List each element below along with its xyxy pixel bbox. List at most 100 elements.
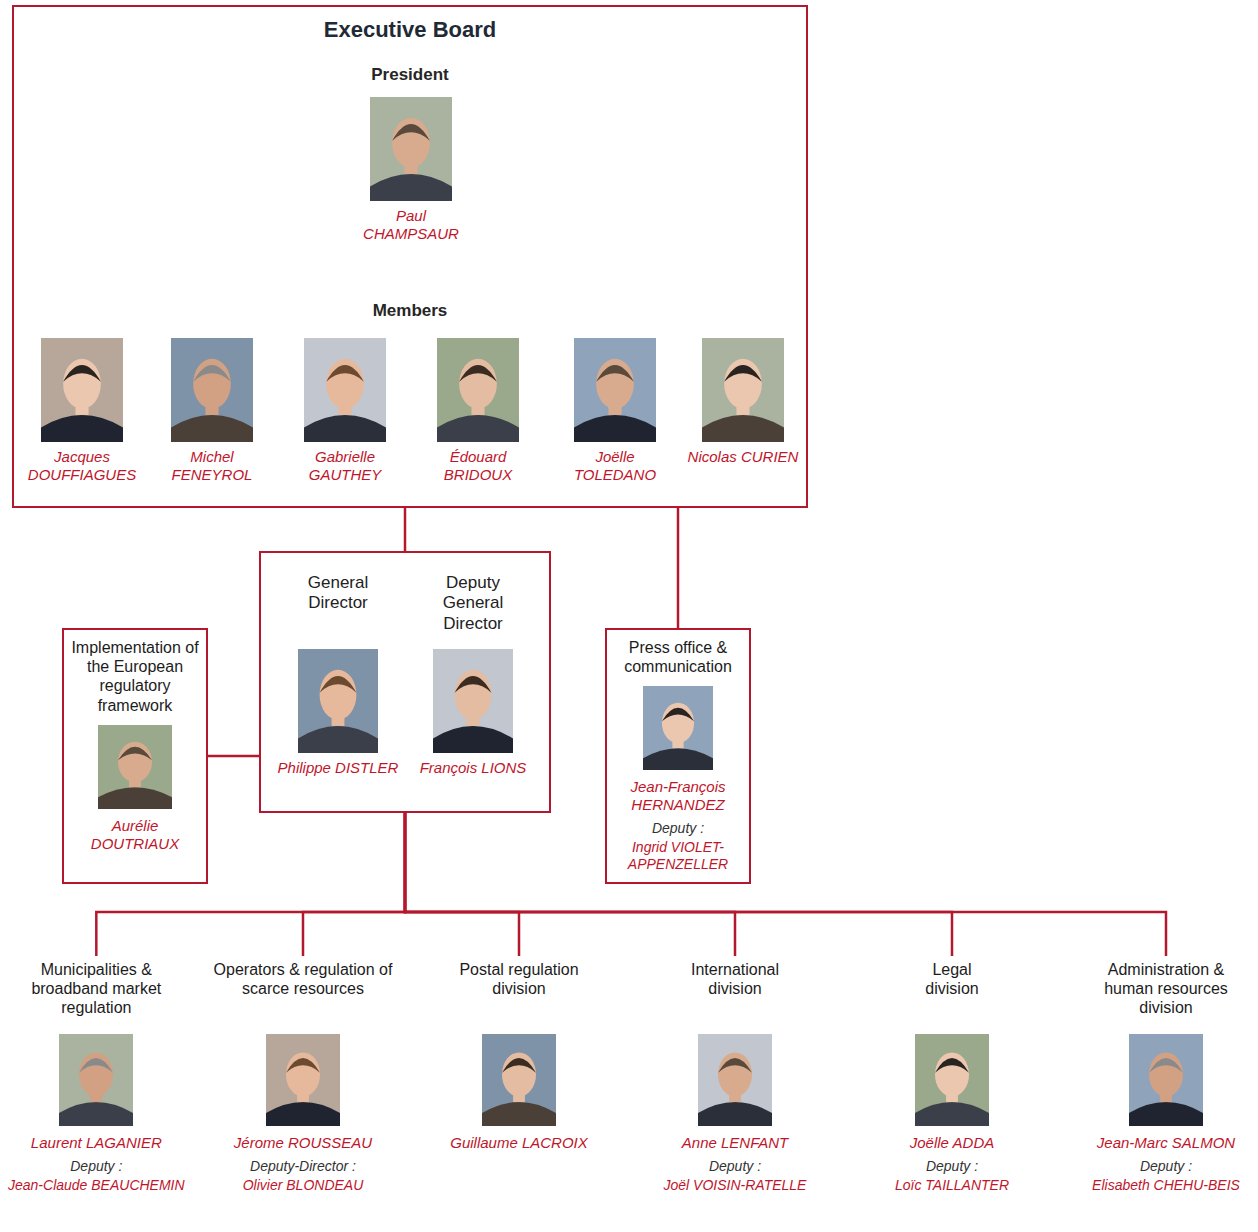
portrait-part [59, 1034, 133, 1126]
person-name: Michel FENEYROL [150, 448, 274, 484]
deputy-name: Elisabeth CHEHU-BEIS [1092, 1177, 1240, 1194]
deputy-name: Joël VOISIN-RATELLE [664, 1177, 807, 1194]
role-heading: President [260, 65, 560, 85]
person-card: Gabrielle GAUTHEY [281, 338, 409, 484]
unit-heading: Operators & regulation of scarce resourc… [203, 960, 403, 1022]
org-connector [303, 813, 405, 956]
portrait-part [171, 338, 253, 442]
portrait-part [298, 726, 378, 753]
portrait-part [437, 415, 519, 442]
portrait-part [59, 1102, 133, 1126]
deputy-name: Jean-Claude BEAUCHEMIN [8, 1177, 185, 1194]
portrait-photo [171, 338, 253, 442]
portrait-part [326, 365, 364, 382]
portrait-part [1129, 1102, 1203, 1126]
portrait-part [643, 686, 713, 770]
person-name: Guillaume LACROIX [450, 1134, 588, 1152]
portrait-part [171, 415, 253, 442]
division-card: Legal divisionJoëlle ADDADeputy :Loïc TA… [891, 956, 1013, 1194]
person-name: Nicolas CURIEN [688, 448, 799, 466]
person-name: Philippe DISTLER [278, 759, 399, 777]
portrait-part [574, 415, 656, 442]
person-name: Aurélie DOUTRIAUX [71, 817, 199, 853]
board-title: Executive Board [160, 17, 660, 43]
deputy-label: Deputy : [70, 1158, 122, 1175]
portrait-part [304, 415, 386, 442]
portrait-photo [266, 1034, 340, 1126]
org-connector [405, 813, 735, 956]
org-connector [404, 508, 407, 551]
deputy-name: Loïc TAILLANTER [895, 1177, 1009, 1194]
person-card: Édouard BRIDOUX [414, 338, 542, 484]
unit-heading: Legal division [912, 960, 992, 1022]
org-connector [405, 813, 1166, 956]
person-name: Laurent LAGANIER [31, 1134, 162, 1152]
role-heading: General Director [291, 573, 386, 614]
person-card: Philippe DISTLER [274, 649, 402, 777]
portrait-part [482, 1102, 556, 1126]
portrait-part [724, 359, 762, 409]
person-name: Édouard BRIDOUX [416, 448, 540, 484]
person-name: Paul CHAMPSAUR [349, 207, 473, 243]
person-card: Jacques DOUFFIAGUES [18, 338, 146, 484]
portrait-photo [437, 338, 519, 442]
portrait-part [433, 649, 513, 753]
portrait-part [1149, 1052, 1183, 1096]
portrait-part [63, 365, 101, 382]
portrait-part [662, 703, 694, 743]
portrait-part [662, 708, 694, 721]
unit-heading: Municipalities & broadband market regula… [14, 960, 179, 1022]
portrait-part [455, 670, 492, 720]
portrait-photo [59, 1034, 133, 1126]
portrait-photo [643, 686, 713, 770]
org-connector [405, 813, 519, 956]
portrait-photo [41, 338, 123, 442]
portrait-part [596, 359, 634, 409]
portrait-part [915, 1034, 989, 1126]
portrait-part [698, 1102, 772, 1126]
portrait-part [1129, 1034, 1203, 1126]
org-connector [96, 813, 405, 956]
unit-box: Press office & communicationJean-Françoi… [605, 628, 751, 884]
portrait-photo [433, 649, 513, 753]
unit-heading: Administration & human resources divisio… [1086, 960, 1246, 1022]
portrait-part [437, 338, 519, 442]
board-frame: Executive BoardPresidentMembersPaul CHAM… [12, 5, 808, 508]
division-card: International divisionAnne LENFANT Deputy… [660, 956, 811, 1194]
deputy-label: Deputy : [709, 1158, 761, 1175]
portrait-part [935, 1058, 969, 1073]
portrait-part [79, 1052, 113, 1096]
portrait-part [482, 1034, 556, 1126]
person-name: François LIONS [420, 759, 527, 777]
person-card: Joëlle TOLEDANO [551, 338, 679, 484]
division-card: Operators & regulation of scarce resourc… [199, 956, 407, 1194]
deputy-name: Ingrid VIOLET-APPENZELLER [614, 839, 742, 873]
role-heading: Deputy General Director [426, 573, 521, 634]
portrait-part [41, 415, 123, 442]
portrait-part [433, 726, 513, 753]
portrait-part [392, 118, 430, 168]
portrait-part [266, 1034, 340, 1126]
person-card: François LIONS [409, 649, 537, 777]
portrait-part [502, 1052, 536, 1096]
portrait-part [1149, 1058, 1183, 1073]
deputy-label: Deputy : [1140, 1158, 1192, 1175]
person-name: Jacques DOUFFIAGUES [20, 448, 144, 484]
portrait-part [320, 670, 357, 720]
division-card: Administration & human resources divisio… [1082, 956, 1250, 1194]
portrait-part [596, 365, 634, 382]
portrait-part [702, 415, 784, 442]
division-card: Municipalities & broadband market regula… [4, 956, 189, 1194]
portrait-photo [702, 338, 784, 442]
portrait-part [193, 365, 231, 382]
person-name: Jean-François HERNANDEZ [614, 778, 742, 814]
portrait-part [392, 124, 430, 141]
person-name: Anne LENFANT [682, 1134, 788, 1152]
unit-box: Implementation of the European regulator… [62, 628, 208, 884]
person-name: Jérome ROUSSEAU [234, 1134, 372, 1152]
unit-heading: International division [675, 960, 795, 1022]
portrait-part [502, 1058, 536, 1073]
org-connector [405, 813, 952, 956]
portrait-part [98, 725, 172, 809]
